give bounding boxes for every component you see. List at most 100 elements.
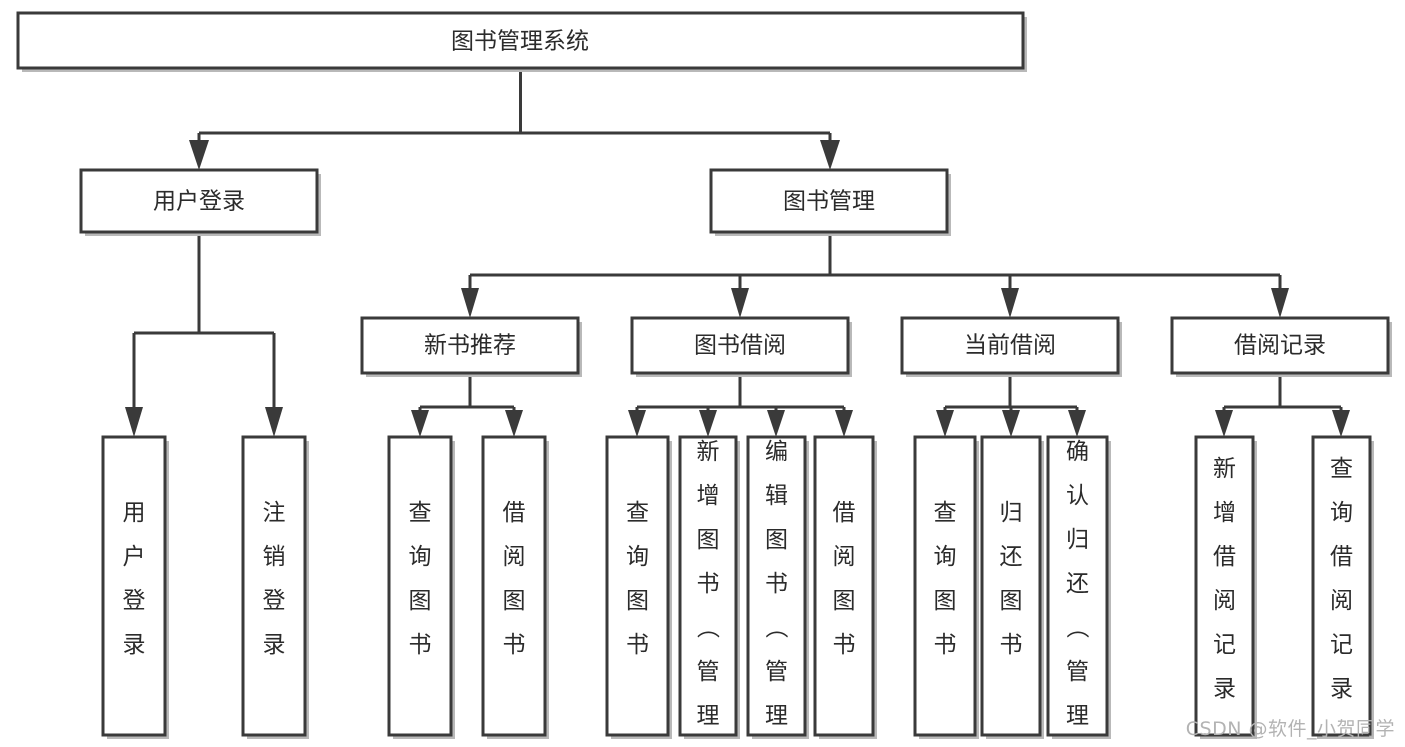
leaf-label-char: 书	[697, 571, 720, 597]
leaf-label-char: 录	[123, 632, 146, 658]
leaf-box[interactable]	[1046, 435, 1109, 737]
leaf-label-char: 图	[626, 588, 649, 614]
book-management-box[interactable]	[709, 168, 949, 234]
leaf-label-char: 管	[697, 659, 720, 685]
leaf-box[interactable]	[746, 435, 807, 737]
book-management-label: 图书管理	[783, 189, 875, 215]
leaf-label-char: 阅	[503, 544, 526, 570]
leaf-label: 用户登录	[123, 500, 146, 658]
node-book-management[interactable]: 图书管理	[709, 168, 951, 236]
leaf-label-char: 认	[1066, 483, 1089, 509]
leaf-box[interactable]	[101, 435, 167, 737]
leaf-label-char: 编	[765, 439, 788, 465]
leaf-label-char: 书	[934, 632, 957, 658]
leaf-label-char: 书	[833, 632, 856, 658]
node-user-login[interactable]: 用户登录	[79, 168, 321, 236]
current-borrow-label: 当前借阅	[964, 333, 1056, 359]
arrow-leaf-return-book	[1002, 410, 1020, 437]
leaf-label-char: 书	[1000, 632, 1023, 658]
leaf-label-char: 确	[1066, 439, 1089, 465]
leaf-label-char: 户	[123, 544, 146, 570]
leaf-label-char: 归	[1000, 500, 1023, 526]
leaf-box[interactable]	[241, 435, 307, 737]
new-book-recommend-label: 新书推荐	[424, 333, 516, 359]
arrow-leaf-query-book-b	[628, 410, 646, 437]
leaf-label-char: 阅	[1213, 588, 1236, 614]
borrow-record-box[interactable]	[1170, 316, 1390, 375]
leaf-label-char: 书	[409, 632, 432, 658]
leaf-label-char: 询	[1330, 500, 1353, 526]
leaf-label-char: 阅	[1330, 588, 1353, 614]
user-login-label: 用户登录	[153, 189, 245, 215]
leaf-label-char: 辑	[765, 483, 788, 509]
leaf-box[interactable]	[813, 435, 875, 737]
leaf-label-char: 书	[503, 632, 526, 658]
new-book-recommend-box[interactable]	[360, 316, 580, 375]
leaf-label-char: 记	[1330, 632, 1353, 658]
leaf-label-char: 书	[626, 632, 649, 658]
watermark-text: CSDN @软件_小贺同学	[1185, 718, 1395, 740]
arrow-to-borrowbook	[731, 288, 749, 318]
arrow-leaf-edit-book	[767, 410, 785, 437]
leaf-box[interactable]	[605, 435, 670, 737]
node-new-book-recommend[interactable]: 新书推荐	[360, 316, 582, 377]
node-book-borrow[interactable]: 图书借阅	[630, 316, 852, 377]
node-current-borrow[interactable]: 当前借阅	[900, 316, 1122, 377]
leaf-label-char: 录	[263, 632, 286, 658]
leaf-label-char: （	[763, 616, 789, 639]
leaf-box[interactable]	[1194, 435, 1255, 737]
book-borrow-box[interactable]	[630, 316, 850, 375]
leaf-label-char: 管	[1066, 659, 1089, 685]
leaf-label-char: 用	[123, 500, 146, 526]
user-login-box[interactable]	[79, 168, 319, 234]
leaf-label-char: 归	[1066, 527, 1089, 553]
current-borrow-box[interactable]	[900, 316, 1120, 375]
leaf-label-char: 查	[1330, 456, 1353, 482]
leaf-label-char: 增	[697, 483, 720, 509]
leaf-node[interactable]: 用户登录	[101, 435, 169, 739]
leaf-label-char: 询	[934, 544, 957, 570]
leaf-label-char: 新	[697, 439, 720, 465]
leaf-box[interactable]	[913, 435, 977, 737]
arrow-to-userlogin	[189, 140, 209, 170]
leaf-label-char: 图	[765, 527, 788, 553]
leaf-box[interactable]	[980, 435, 1042, 737]
leaf-box[interactable]	[678, 435, 738, 737]
node-borrow-record[interactable]: 借阅记录	[1170, 316, 1392, 377]
leaf-box[interactable]	[1311, 435, 1372, 737]
leaf-label-char: 借	[503, 500, 526, 526]
leaf-label-char: 新	[1213, 456, 1236, 482]
leaf-box[interactable]	[481, 435, 547, 737]
leaf-label-char: 注	[263, 500, 286, 526]
arrow-to-borrowrecord	[1271, 288, 1289, 318]
leaf-label-char: 询	[409, 544, 432, 570]
leaf-label-char: 询	[626, 544, 649, 570]
root-box[interactable]	[16, 11, 1025, 70]
leaf-label-char: 还	[1000, 544, 1023, 570]
node-root[interactable]: 图书管理系统	[16, 11, 1027, 72]
leaf-box[interactable]	[387, 435, 453, 737]
arrow-leaf-add-book	[699, 410, 717, 437]
leaf-label-char: 查	[626, 500, 649, 526]
leaf-label-char: 增	[1213, 500, 1236, 526]
leaf-label-char: 查	[934, 500, 957, 526]
leaf-label-char: 查	[409, 500, 432, 526]
